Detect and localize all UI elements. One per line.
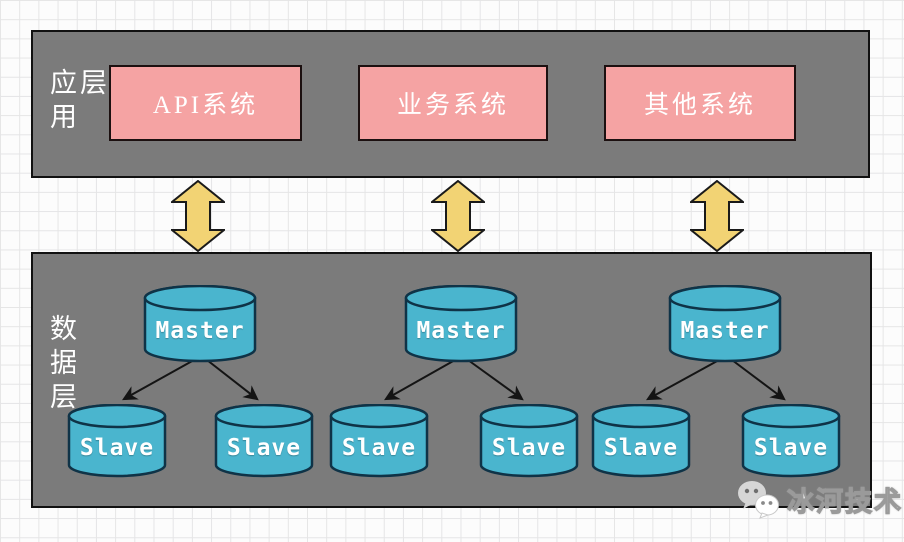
master-db-label: Master	[155, 318, 245, 344]
system-box-label: 其他系统	[643, 92, 756, 119]
slave-db-label: Slave	[341, 435, 417, 461]
system-box-business: 业务系统	[358, 65, 548, 141]
data-layer-label: 数据层	[46, 314, 76, 416]
slave-db-cylinder: Slave	[329, 404, 429, 478]
application-layer-panel: 应用层 API系统 业务系统 其他系统	[31, 30, 870, 178]
slave-db-cylinder: Slave	[214, 404, 314, 478]
slave-db-cylinder: Slave	[591, 404, 691, 478]
slave-db-label: Slave	[491, 435, 567, 461]
database-cylinder-icon	[404, 285, 518, 363]
database-cylinder-icon	[67, 404, 167, 478]
database-cylinder-icon	[214, 404, 314, 478]
slave-db-cylinder: Slave	[479, 404, 579, 478]
system-box-api: API系统	[109, 65, 302, 141]
watermark: 冰河技术	[736, 479, 903, 519]
slave-db-label: Slave	[226, 435, 302, 461]
bidirectional-arrow-icon	[431, 180, 485, 252]
wechat-icon	[738, 481, 779, 519]
slave-db-cylinder: Slave	[741, 404, 841, 478]
database-cylinder-icon	[479, 404, 579, 478]
master-db-label: Master	[416, 318, 506, 344]
database-cylinder-icon	[143, 285, 257, 363]
slave-db-label: Slave	[79, 435, 155, 461]
slave-db-label: Slave	[753, 435, 829, 461]
watermark-text: 冰河技术	[786, 486, 903, 517]
system-box-other: 其他系统	[604, 65, 796, 141]
master-db-cylinder: Master	[668, 285, 782, 363]
master-db-cylinder: Master	[404, 285, 518, 363]
bidirectional-arrow-icon	[690, 180, 744, 252]
slave-db-label: Slave	[603, 435, 679, 461]
database-cylinder-icon	[741, 404, 841, 478]
master-db-label: Master	[680, 318, 770, 344]
bidirectional-arrow-icon	[171, 180, 225, 252]
database-cylinder-icon	[591, 404, 691, 478]
slave-db-cylinder: Slave	[67, 404, 167, 478]
master-db-cylinder: Master	[143, 285, 257, 363]
database-cylinder-icon	[329, 404, 429, 478]
application-layer-label: 应用层	[46, 68, 106, 136]
system-box-label: API系统	[152, 92, 259, 119]
system-box-label: 业务系统	[396, 92, 509, 119]
database-cylinder-icon	[668, 285, 782, 363]
